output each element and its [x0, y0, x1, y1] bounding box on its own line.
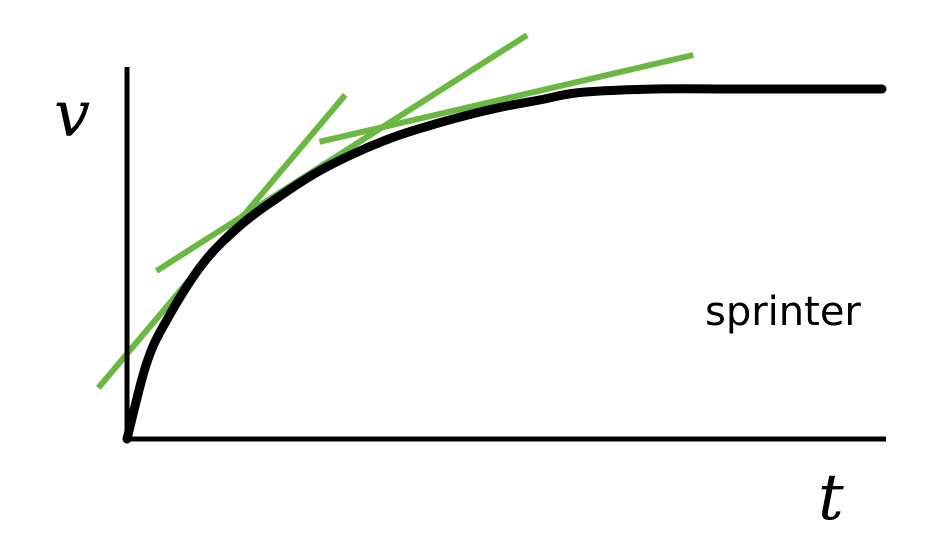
velocity-curve [122, 84, 887, 444]
y-axis-label: v [54, 78, 90, 152]
tangent-line-2 [154, 32, 529, 274]
x-axis-label: t [818, 461, 844, 535]
tangent-line-3 [318, 52, 694, 145]
sprinter-annotation: sprinter [705, 289, 861, 335]
